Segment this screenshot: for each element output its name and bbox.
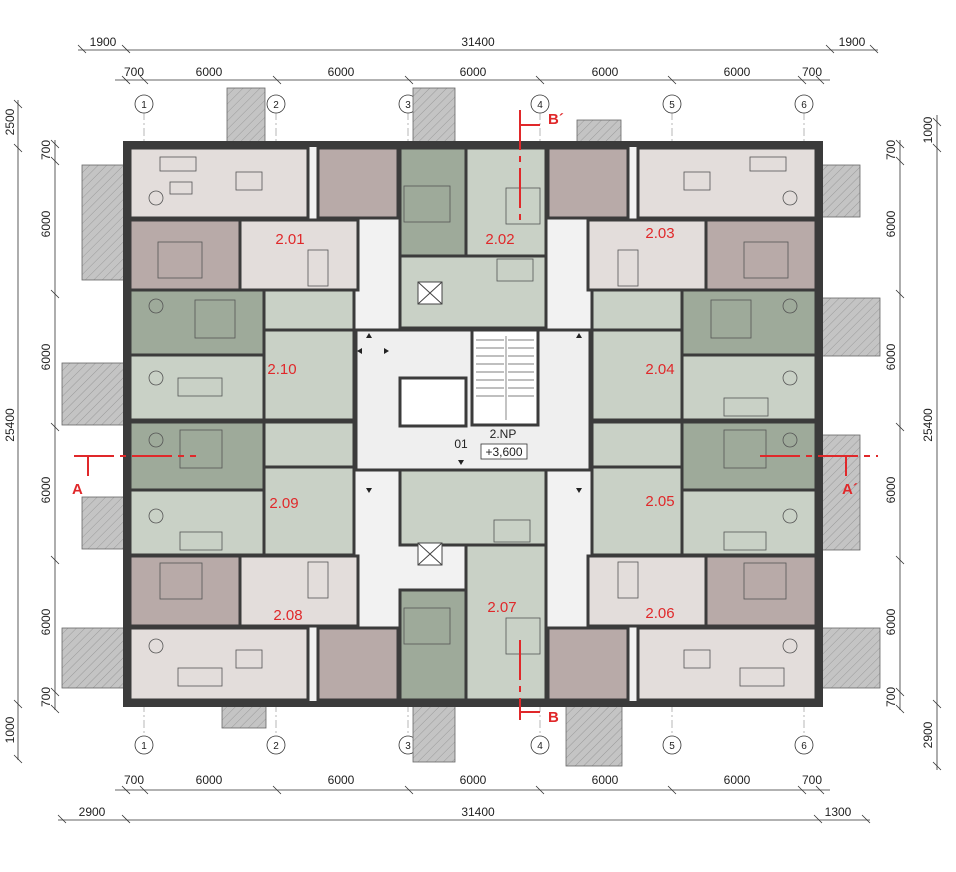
right-bay-1: 700 — [884, 140, 898, 160]
top-bay-6: 6000 — [724, 65, 751, 79]
bottom-bay-5: 6000 — [592, 773, 619, 787]
right-top-overhang: 1000 — [921, 116, 935, 143]
bottom-bay-6: 6000 — [724, 773, 751, 787]
top-bay-7: 700 — [802, 65, 822, 79]
left-bay-5: 6000 — [39, 608, 53, 635]
stair — [476, 336, 534, 420]
left-bay-4: 6000 — [39, 476, 53, 503]
floor-name: 2.NP — [490, 427, 517, 441]
right-bay-4: 6000 — [884, 476, 898, 503]
top-bay-3: 6000 — [328, 65, 355, 79]
axis-top-6: 6 — [801, 100, 807, 111]
core-room-number: 01 — [454, 437, 468, 451]
bottom-bay-3: 6000 — [328, 773, 355, 787]
unit-label-2.03: 2.03 — [645, 225, 674, 242]
rooms-right — [546, 146, 818, 702]
lift-shafts — [417, 281, 443, 566]
left-bay-2: 6000 — [39, 210, 53, 237]
right-bay-3: 6000 — [884, 343, 898, 370]
floor-level: +3,600 — [485, 445, 522, 459]
bottom-total: 31400 — [461, 805, 495, 819]
bottom-bay-2: 6000 — [196, 773, 223, 787]
unit-label-2.08: 2.08 — [273, 607, 302, 624]
left-top-overhang: 2500 — [3, 108, 17, 135]
top-total: 31400 — [461, 35, 495, 49]
section-label-a: A — [72, 481, 83, 498]
top-right-overhang: 1900 — [839, 35, 866, 49]
corridor-arrows — [357, 333, 582, 493]
axis-bottom-6: 6 — [801, 741, 807, 752]
axis-bottom-2: 2 — [273, 741, 279, 752]
axis-bottom-4: 4 — [537, 741, 543, 752]
left-bay-1: 700 — [39, 140, 53, 160]
axis-bubbles — [134, 94, 814, 755]
left-bay-3: 6000 — [39, 343, 53, 370]
bottom-bay-7: 700 — [802, 773, 822, 787]
bottom-bay-1: 700 — [124, 773, 144, 787]
unit-label-2.02: 2.02 — [485, 231, 514, 248]
axis-top-2: 2 — [273, 100, 279, 111]
axis-bottom-1: 1 — [141, 741, 147, 752]
axis-top-1: 1 — [141, 100, 147, 111]
axis-top-4: 4 — [537, 100, 543, 111]
top-bay-5: 6000 — [592, 65, 619, 79]
level-box — [480, 443, 528, 460]
unit-label-2.07: 2.07 — [487, 599, 516, 616]
axis-top-3: 3 — [405, 100, 411, 111]
left-bay-6: 700 — [39, 687, 53, 707]
unit-label-2.09: 2.09 — [269, 495, 298, 512]
unit-label-2.04: 2.04 — [645, 361, 674, 378]
section-label-b-prime: B´ — [548, 111, 564, 128]
section-label-b: B — [548, 709, 559, 726]
bottom-right-overhang: 1300 — [825, 805, 852, 819]
left-total: 25400 — [3, 408, 17, 442]
unit-label-2.06: 2.06 — [645, 605, 674, 622]
section-label-a-prime: A´ — [842, 481, 858, 498]
top-left-overhang: 1900 — [90, 35, 117, 49]
right-total: 25400 — [921, 408, 935, 442]
unit-label-2.10: 2.10 — [267, 361, 296, 378]
axis-bottom-3: 3 — [405, 741, 411, 752]
right-bay-2: 6000 — [884, 210, 898, 237]
balconies — [61, 87, 881, 767]
bottom-bay-4: 6000 — [460, 773, 487, 787]
furniture — [148, 156, 798, 687]
top-bay-4: 6000 — [460, 65, 487, 79]
section-lines — [74, 110, 878, 720]
top-bay-1: 700 — [124, 65, 144, 79]
top-bay-2: 6000 — [196, 65, 223, 79]
right-bay-6: 700 — [884, 687, 898, 707]
right-bay-5: 6000 — [884, 608, 898, 635]
bottom-left-overhang: 2900 — [79, 805, 106, 819]
left-bottom-overhang: 1000 — [3, 716, 17, 743]
unit-label-2.01: 2.01 — [275, 231, 304, 248]
axis-bottom-5: 5 — [669, 741, 675, 752]
right-bottom-overhang: 2900 — [921, 721, 935, 748]
axis-top-5: 5 — [669, 100, 675, 111]
unit-label-2.05: 2.05 — [645, 493, 674, 510]
